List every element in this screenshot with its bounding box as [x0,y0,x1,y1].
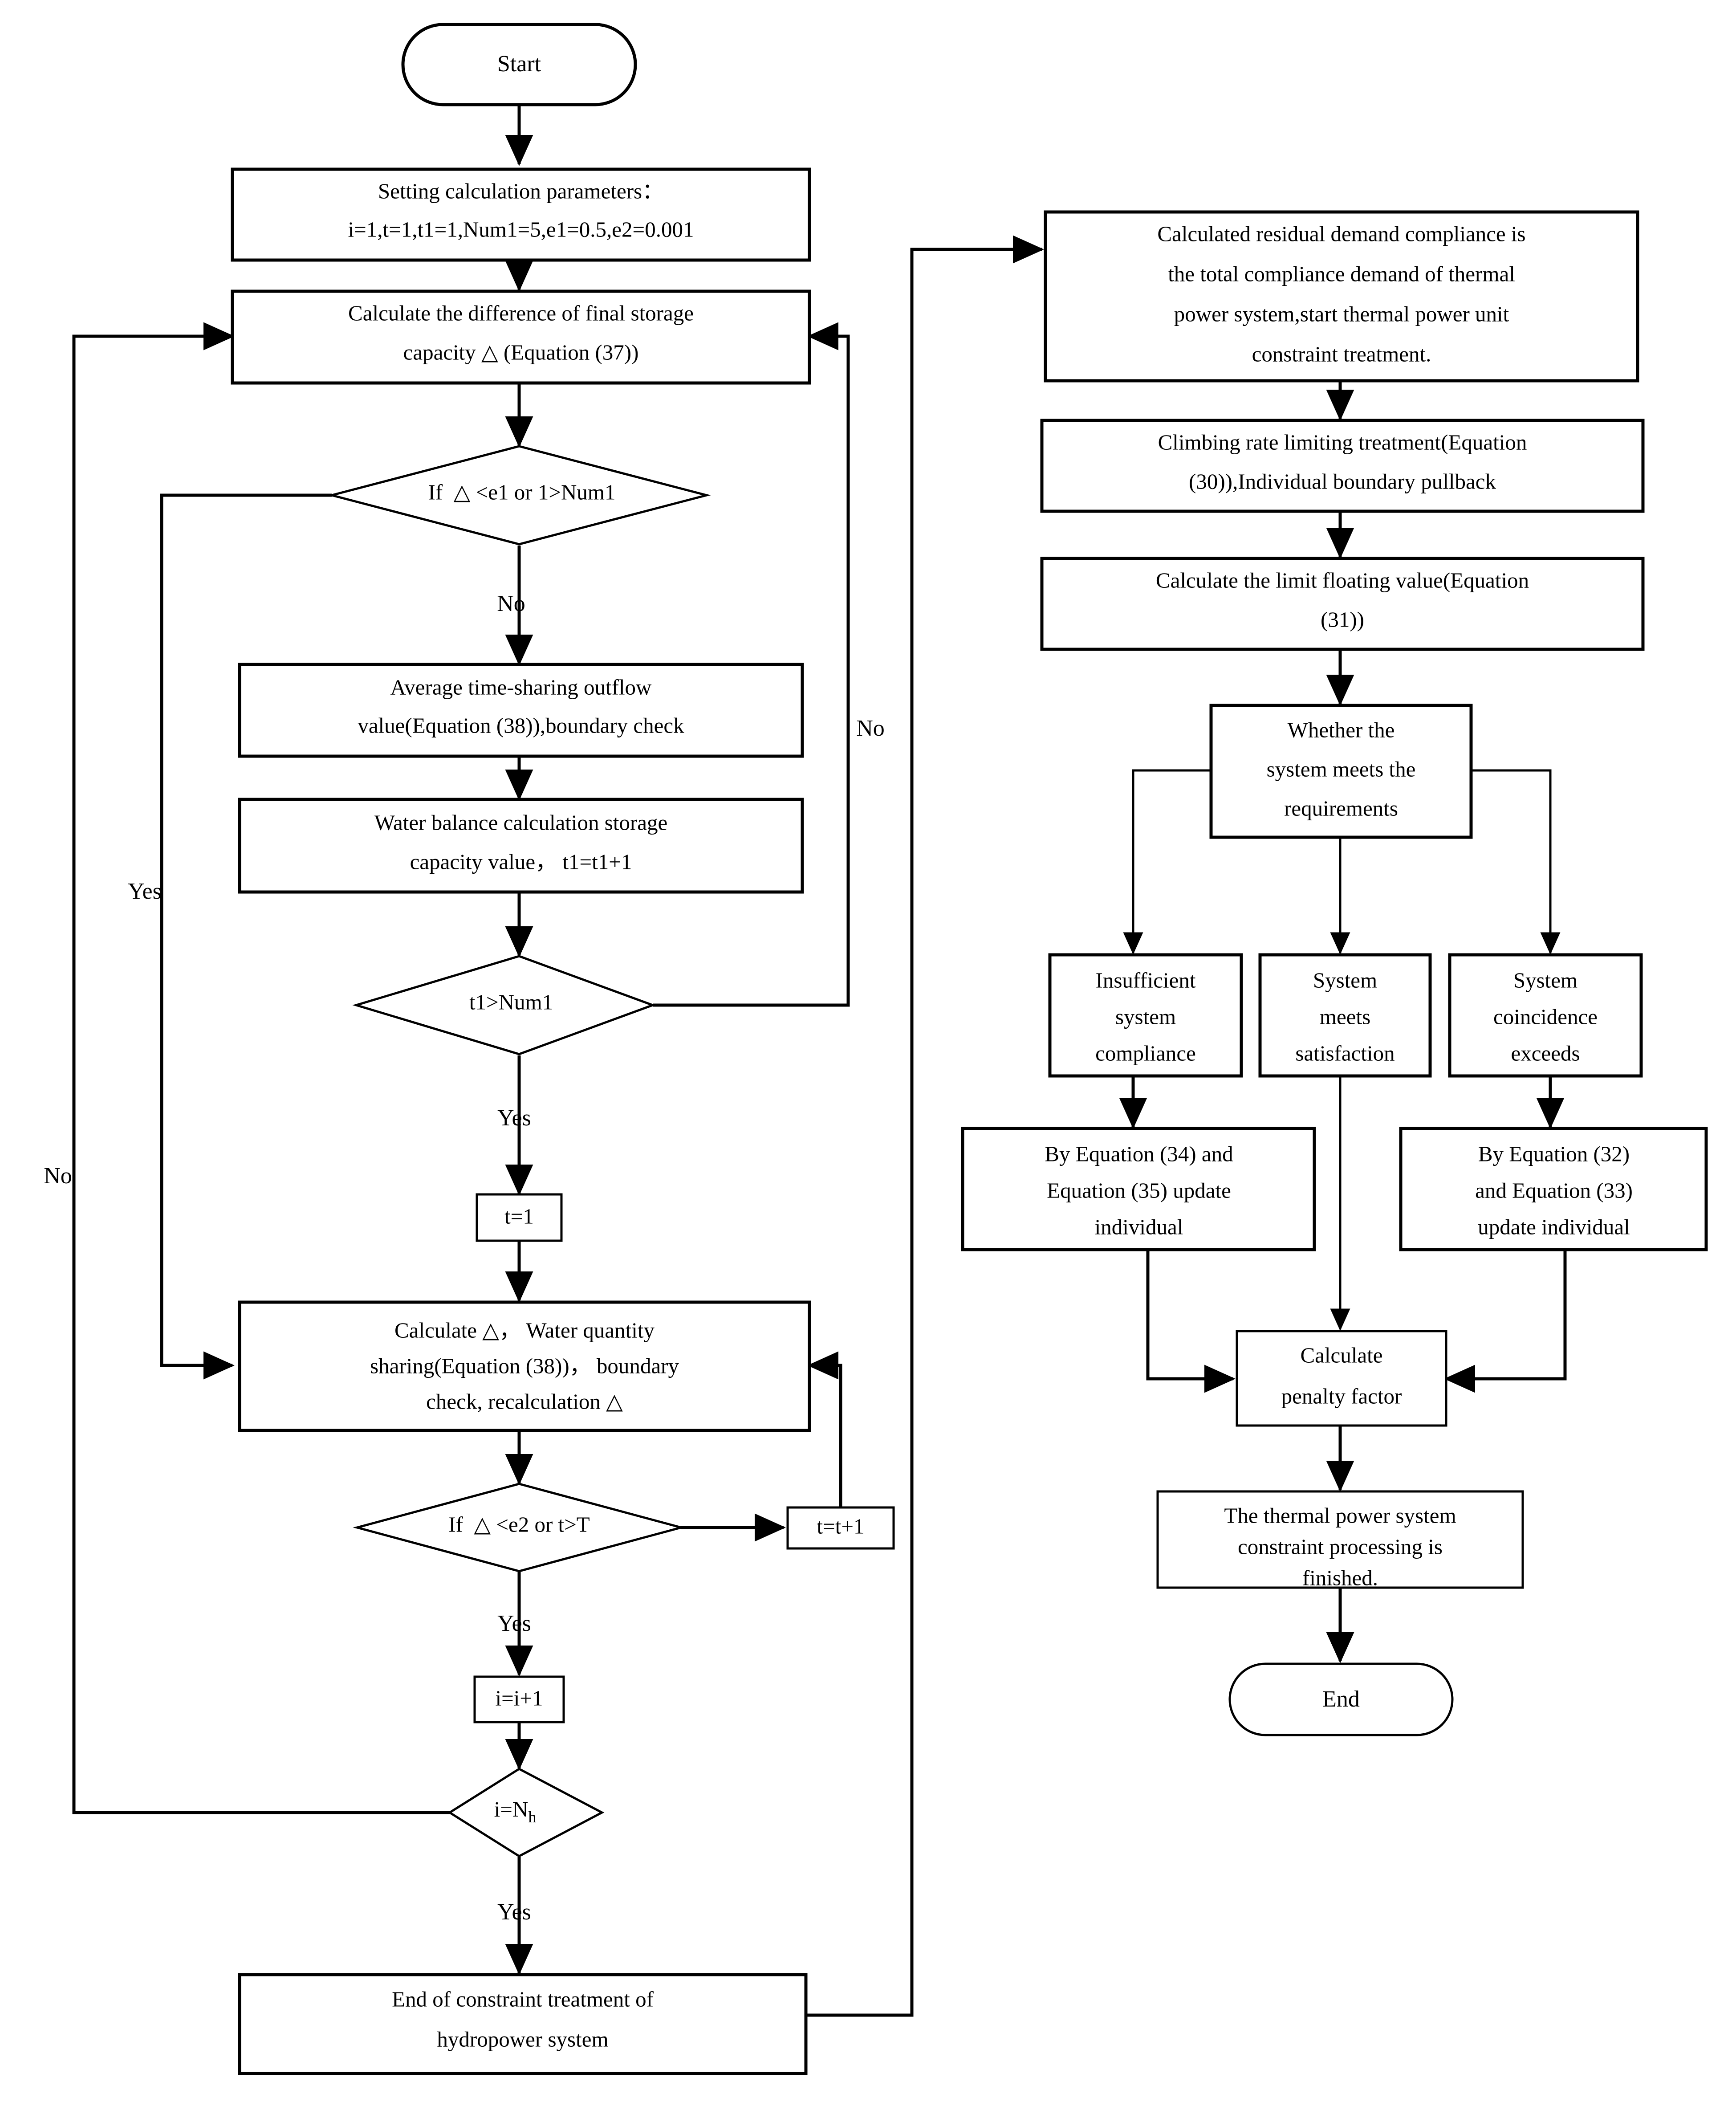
node-residual[interactable]: Calculated residual demand compliance is… [1044,210,1639,383]
connector-eq3233-to-penalty [1444,1249,1567,1393]
node-penalty[interactable]: Calculate penalty factor [1236,1330,1447,1427]
connector-dece1-yes-loop [160,493,332,1380]
node-decision-t1-label: t1>Num1 [469,990,553,1014]
connector-whether-to-exceeds [1470,769,1561,955]
node-end-hydro-line1: End of constraint treatment of [392,1987,654,2011]
node-exceeds[interactable]: System coincidence exceeds [1448,953,1643,1078]
edge-label-dece1-yes: Yes [128,879,162,904]
node-t-inc-label: t=t+1 [817,1514,865,1538]
connector-deci-no-loop [72,322,450,1814]
node-t-reset[interactable]: t=1 [476,1193,563,1242]
connector-dect1-no-loop [653,322,850,1007]
connector-whether-to-insufficient [1123,769,1210,955]
node-meets-line1: System [1313,968,1377,992]
node-calc-share-line2: sharing(Equation (38))， boundary [370,1353,679,1378]
node-exceeds-line1: System [1513,968,1577,992]
node-whether-meets[interactable]: Whether the system meets the requirement… [1209,704,1473,839]
node-set-params[interactable]: Setting calculation parameters： i=1,t=1,… [231,167,811,262]
node-exceeds-line3: exceeds [1511,1041,1580,1065]
node-exceeds-line2: coincidence [1493,1004,1598,1029]
node-t-inc[interactable]: t=t+1 [786,1506,895,1550]
node-meets[interactable]: System meets satisfaction [1258,953,1432,1078]
node-whether-meets-line3: requirements [1284,796,1398,820]
connector-endhydro-to-residual [806,235,1044,2017]
node-calc-share-line1: Calculate △， Water quantity [394,1318,655,1342]
node-calc-diff[interactable]: Calculate the difference of final storag… [231,289,811,385]
node-end-hydro[interactable]: End of constraint treatment of hydropowe… [238,1973,808,2075]
node-eq3435-line2: Equation (35) update [1047,1178,1231,1202]
node-penalty-line2: penalty factor [1281,1384,1402,1408]
node-thermal-done-line1: The thermal power system [1224,1503,1456,1528]
node-meets-line2: meets [1320,1004,1370,1029]
node-calc-share[interactable]: Calculate △， Water quantity sharing(Equa… [238,1300,811,1432]
node-eq3435-line3: individual [1095,1214,1183,1239]
node-thermal-done-line2: constraint processing is [1238,1534,1443,1559]
node-eq3233-line2: and Equation (33) [1475,1178,1633,1202]
node-water-balance-line2: capacity value， t1=t1+1 [410,849,632,874]
connector-eq3435-to-penalty [1146,1249,1236,1393]
node-residual-line3: power system,start thermal power unit [1174,301,1509,326]
node-limit-float-line2: (31)) [1321,607,1364,631]
node-climbing[interactable]: Climbing rate limiting treatment(Equatio… [1040,419,1645,513]
node-eq3233-line1: By Equation (32) [1478,1141,1630,1166]
node-residual-line4: constraint treatment. [1252,342,1431,366]
node-water-balance[interactable]: Water balance calculation storage capaci… [238,798,804,894]
node-decision-e1[interactable]: If △ <e1 or 1>Num1 [327,445,711,546]
edge-label-dece1-no: No [497,591,525,616]
node-decision-e2-label: If △ <e2 or t>T [448,1512,590,1536]
node-insufficient[interactable]: Insufficient system compliance [1048,953,1243,1078]
node-i-inc[interactable]: i=i+1 [473,1675,565,1723]
node-decision-i[interactable]: i=Nh [447,1768,605,1858]
node-end[interactable]: End [1228,1662,1454,1736]
node-thermal-done-line3: finished. [1302,1565,1378,1590]
node-penalty-line1: Calculate [1300,1343,1382,1367]
node-decision-e1-label: If △ <e1 or 1>Num1 [428,480,616,504]
node-start-label: Start [497,51,541,77]
node-decision-e2[interactable]: If △ <e2 or t>T [353,1483,686,1572]
node-decision-t1[interactable]: t1>Num1 [352,955,656,1055]
edge-label-deci-no: No [44,1163,72,1189]
node-insufficient-line2: system [1115,1004,1176,1029]
node-climbing-line2: (30)),Individual boundary pullback [1189,469,1496,493]
node-set-params-line1: Setting calculation parameters： [378,179,664,203]
node-limit-float-line1: Calculate the limit floating value(Equat… [1156,568,1529,592]
node-avg-outflow-line2: value(Equation (38)),boundary check [358,713,684,737]
node-avg-outflow-line1: Average time-sharing outflow [390,675,652,699]
node-insufficient-line3: compliance [1095,1041,1196,1065]
node-i-inc-label: i=i+1 [496,1686,543,1710]
edge-label-dect1-yes: Yes [497,1105,531,1131]
node-whether-meets-line1: Whether the [1288,717,1395,742]
node-eq3435-line1: By Equation (34) and [1045,1141,1233,1166]
node-t-reset-label: t=1 [504,1204,534,1228]
node-start[interactable]: Start [401,23,637,106]
node-calc-share-line3: check, recalculation △ [426,1389,623,1414]
node-climbing-line1: Climbing rate limiting treatment(Equatio… [1158,430,1527,454]
node-decision-i-label: i=Nh [494,1797,537,1826]
node-thermal-done[interactable]: The thermal power system constraint proc… [1156,1490,1524,1590]
node-set-params-line2: i=1,t=1,t1=1,Num1=5,e1=0.5,e2=0.001 [348,217,694,241]
edge-label-deci-yes: Yes [497,1899,531,1925]
node-water-balance-line1: Water balance calculation storage [374,810,668,835]
node-avg-outflow[interactable]: Average time-sharing outflow value(Equat… [238,663,804,758]
node-limit-float[interactable]: Calculate the limit floating value(Equat… [1040,557,1645,651]
node-eq3435[interactable]: By Equation (34) and Equation (35) updat… [961,1127,1316,1251]
node-eq3233-line3: update individual [1478,1214,1630,1239]
node-calc-diff-line1: Calculate the difference of final storag… [348,301,694,325]
node-end-hydro-line2: hydropower system [437,2027,608,2051]
node-eq3233[interactable]: By Equation (32) and Equation (33) updat… [1399,1127,1708,1251]
node-residual-line1: Calculated residual demand compliance is [1157,221,1525,246]
node-insufficient-line1: Insufficient [1096,968,1196,992]
node-whether-meets-line2: system meets the [1267,757,1416,781]
node-end-label: End [1322,1686,1360,1712]
node-residual-line2: the total compliance demand of thermal [1168,261,1515,286]
node-calc-diff-line2: capacity △ (Equation (37)) [403,340,639,364]
node-meets-line3: satisfaction [1295,1041,1394,1065]
edge-label-dece2-yes: Yes [497,1611,531,1636]
edge-label-dect1-no: No [856,716,885,741]
connector-tinc-to-calcshare [807,1351,842,1507]
